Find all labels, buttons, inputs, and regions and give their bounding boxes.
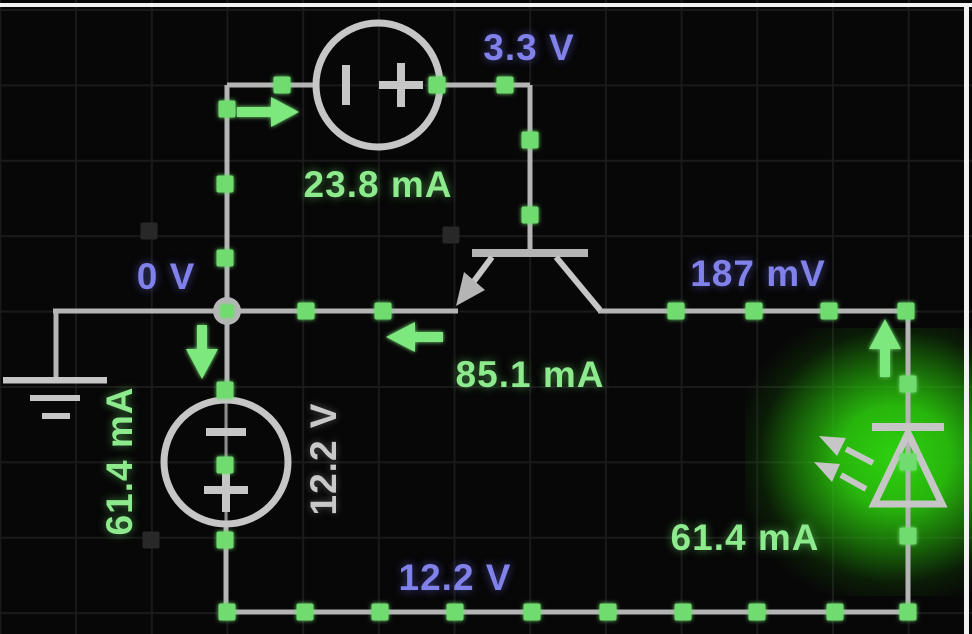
light-ray-icon [814,462,840,482]
current-dot [218,603,236,621]
current-dot [371,603,389,621]
ground-bar-1 [3,377,107,384]
voltage-readout-collector-node: 187 mV [690,253,826,294]
current-dot [748,603,766,621]
current-dot [374,302,392,320]
voltage-readout-top: 3.3 V [483,27,575,68]
current-arrow-left-icon [386,322,443,352]
ground-bar-3 [42,413,70,419]
frame-border-right [964,3,969,634]
current-dot [296,603,314,621]
led-light-arrows [814,436,875,492]
led-triangle [868,424,948,508]
transistor-base-bar [472,249,588,257]
transistor-emitter-arrow [456,272,485,306]
minus-terminal-mark [342,65,350,105]
transistor[interactable] [456,249,603,312]
current-dot [216,249,234,267]
transistor-collector-lead [553,255,603,312]
current-dot [216,456,234,474]
current-dot [745,302,763,320]
current-dot [897,302,915,320]
current-dot [523,603,541,621]
left-voltage-source[interactable] [160,396,292,528]
current-dot [899,375,917,393]
current-dot [899,603,917,621]
current-readout-left-branch: 61.4 mA [99,386,140,536]
current-dot [674,603,692,621]
light-ray-icon [819,436,846,456]
current-dot [899,453,917,471]
left-voltage-source-body[interactable] [160,396,292,528]
light-ray-icon [839,472,868,492]
ground-symbol[interactable] [3,377,107,419]
voltage-readout-ground-node: 0 V [136,256,196,297]
current-dot [216,531,234,549]
current-readout-led: 61.4 mA [670,517,820,558]
current-dot [820,302,838,320]
current-dot [216,381,234,399]
current-dot [899,527,917,545]
current-readout-top-source: 23.8 mA [303,164,453,205]
current-arrow-up-icon [869,319,901,377]
light-ray-icon [844,446,875,466]
voltage-readout-left-source: 12.2 V [303,402,344,516]
current-arrow-right-icon [237,97,299,127]
top-voltage-source[interactable] [312,19,444,151]
voltage-readout-bottom-node: 12.2 V [398,557,512,598]
plus-terminal-mark [397,63,405,107]
current-dot [273,76,291,94]
frame-border-top [0,3,972,7]
current-arrow-down-icon [186,325,218,379]
grid-node-marker [142,531,160,549]
current-dot [218,100,236,118]
grid-node-marker [442,226,460,244]
current-dot [826,603,844,621]
led-glow [745,328,972,596]
current-dot [446,603,464,621]
minus-terminal-mark [206,428,246,436]
current-dot [496,76,514,94]
current-dot [521,131,539,149]
current-dot [521,206,539,224]
ground-bar-2 [30,395,80,401]
current-dot [667,302,685,320]
current-readout-emitter: 85.1 mA [455,354,605,395]
current-dot [220,304,234,318]
current-dot [428,76,446,94]
plus-terminal-mark [222,468,230,512]
grid-node-marker [140,222,158,240]
grid-node-markers [140,222,460,549]
current-dot [599,603,617,621]
current-dot [297,302,315,320]
current-dot [216,175,234,193]
led[interactable] [814,423,948,508]
current-dots [216,76,917,621]
current-direction-arrows [186,97,901,379]
